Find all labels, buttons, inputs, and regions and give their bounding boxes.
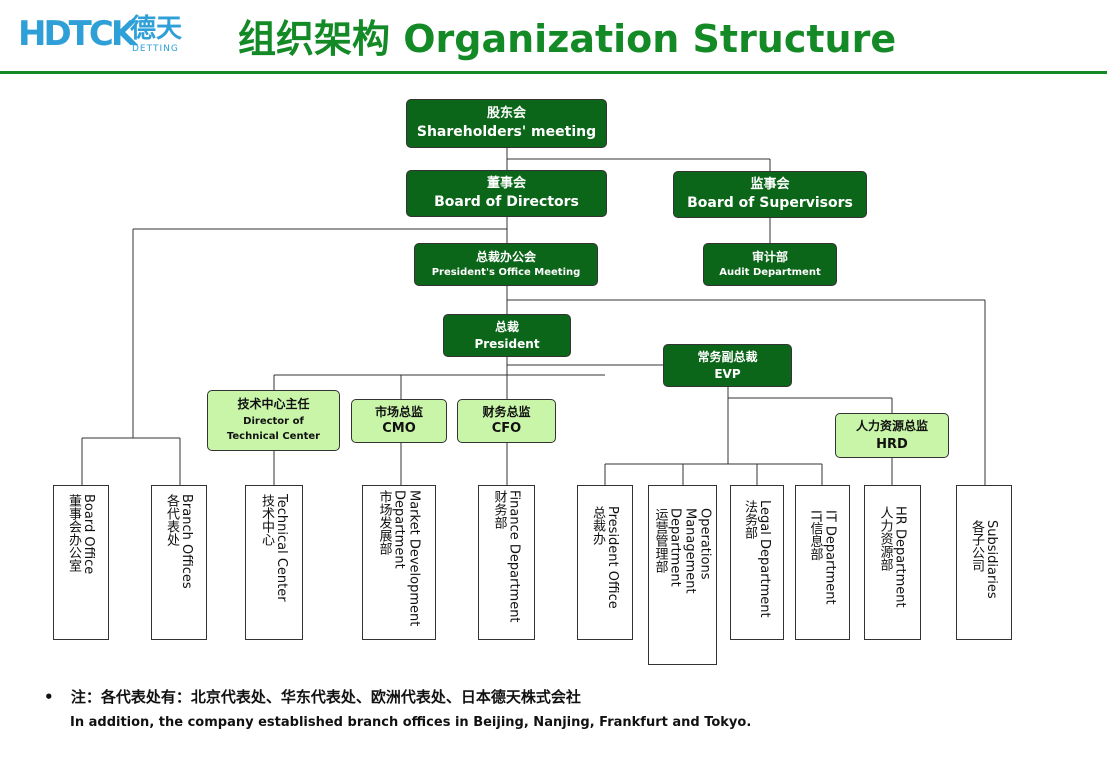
box-label-en: EVP bbox=[714, 367, 741, 381]
box-label-en: Shareholders' meeting bbox=[416, 124, 597, 141]
department-cn: 技术中心 bbox=[259, 494, 274, 546]
department-en: Legal Department bbox=[757, 500, 772, 618]
logo-mark: HDTCK bbox=[18, 14, 137, 54]
cmo-box: 市场总监 CMO bbox=[351, 399, 447, 443]
presidents-office-meeting-box: 总裁办公会 President's Office Meeting bbox=[414, 243, 598, 286]
page-title: 组织架构 Organization Structure bbox=[238, 17, 897, 61]
footnote-en: In addition, the company established bra… bbox=[70, 715, 752, 730]
department-cn: 各代表处 bbox=[164, 494, 179, 546]
box-label-cn: 董事会 bbox=[486, 176, 526, 192]
department-cn: 市场发展部 bbox=[376, 490, 392, 555]
department-cn: 运营管理部 bbox=[652, 508, 668, 573]
department-branch-offices: Branch Offices 各代表处 bbox=[151, 485, 207, 640]
box-label-en: CFO bbox=[491, 421, 522, 437]
department-en: Operations Management Department bbox=[667, 508, 713, 594]
box-label-en: President bbox=[474, 337, 540, 351]
logo-chinese-name: 德天 bbox=[130, 14, 183, 44]
department-en: Subsidiaries bbox=[984, 520, 999, 599]
shareholders-meeting-box: 股东会 Shareholders' meeting bbox=[406, 99, 607, 148]
department-en: IT Department bbox=[822, 510, 838, 605]
board-of-supervisors-box: 监事会 Board of Supervisors bbox=[673, 171, 867, 218]
department-en: President Office bbox=[605, 506, 620, 609]
department-cn: 人力资源部 bbox=[877, 506, 893, 571]
box-label-cn: 市场总监 bbox=[374, 405, 423, 419]
evp-box: 常务副总裁 EVP bbox=[663, 344, 792, 387]
box-label-cn: 审计部 bbox=[751, 249, 788, 264]
department-finance: Finance Department 财务部 bbox=[478, 485, 535, 640]
department-technical-center: Technical Center 技术中心 bbox=[245, 485, 303, 640]
department-market-development: Market Development Department 市场发展部 bbox=[362, 485, 436, 640]
box-label-cn: 股东会 bbox=[486, 105, 526, 121]
box-label-cn: 常务副总裁 bbox=[697, 349, 758, 364]
box-label-en: HRD bbox=[876, 436, 908, 452]
department-hr: HR Department 人力资源部 bbox=[864, 485, 921, 640]
box-label-en: Board of Directors bbox=[434, 193, 579, 210]
department-en: HR Department bbox=[892, 506, 908, 608]
footnote-cn-text: 注：各代表处有：北京代表处、华东代表处、欧洲代表处、日本德天株式会社 bbox=[70, 688, 581, 706]
box-label-cn: 总裁办公会 bbox=[475, 249, 536, 264]
department-board-office: Board Office 董事会办公室 bbox=[53, 485, 109, 640]
company-logo: HDTCK 德天 DETTING bbox=[18, 14, 198, 58]
department-cn: 各子公司 bbox=[969, 520, 984, 572]
president-box: 总裁 President bbox=[443, 314, 571, 357]
box-label-en: Board of Supervisors bbox=[687, 194, 853, 211]
department-cn: 董事会办公室 bbox=[66, 494, 81, 572]
title-divider bbox=[0, 71, 1107, 74]
box-label-cn: 技术中心主任 bbox=[237, 396, 310, 411]
box-label-en: President's Office Meeting bbox=[431, 267, 581, 279]
hrd-box: 人力资源总监 HRD bbox=[835, 413, 949, 458]
cfo-box: 财务总监 CFO bbox=[457, 399, 556, 443]
department-en: Technical Center bbox=[274, 494, 289, 602]
department-en: Branch Offices bbox=[179, 494, 194, 589]
department-operations-management: Operations Management Department 运营管理部 bbox=[648, 485, 717, 665]
department-legal: Legal Department 法务部 bbox=[730, 485, 784, 640]
department-cn: 财务部 bbox=[491, 490, 507, 529]
department-cn: 总裁办 bbox=[590, 506, 605, 545]
department-cn: 法务部 bbox=[742, 500, 757, 539]
department-cn: IT信息部 bbox=[807, 510, 823, 561]
board-of-directors-box: 董事会 Board of Directors bbox=[406, 170, 607, 217]
department-en: Board Office bbox=[81, 494, 96, 575]
box-label-cn: 总裁 bbox=[494, 319, 519, 334]
box-label-cn: 监事会 bbox=[750, 177, 790, 193]
department-it: IT Department IT信息部 bbox=[795, 485, 850, 640]
technical-center-director-box: 技术中心主任 Director of Technical Center bbox=[207, 390, 340, 451]
bullet-icon: • bbox=[44, 688, 54, 706]
department-subsidiaries: Subsidiaries 各子公司 bbox=[956, 485, 1012, 640]
department-president-office: President Office 总裁办 bbox=[577, 485, 633, 640]
audit-department-box: 审计部 Audit Department bbox=[703, 243, 837, 286]
box-label-cn: 财务总监 bbox=[482, 405, 531, 419]
box-label-en: Director of Technical Center bbox=[226, 416, 321, 443]
logo-english-name: DETTING bbox=[132, 44, 179, 54]
footnote-cn: • 注：各代表处有：北京代表处、华东代表处、欧洲代表处、日本德天株式会社 bbox=[44, 686, 581, 707]
box-label-en: Audit Department bbox=[719, 267, 821, 279]
department-en: Market Development Department bbox=[391, 490, 422, 627]
box-label-en: CMO bbox=[382, 421, 416, 437]
department-en: Finance Department bbox=[506, 490, 522, 623]
box-label-cn: 人力资源总监 bbox=[855, 418, 928, 433]
